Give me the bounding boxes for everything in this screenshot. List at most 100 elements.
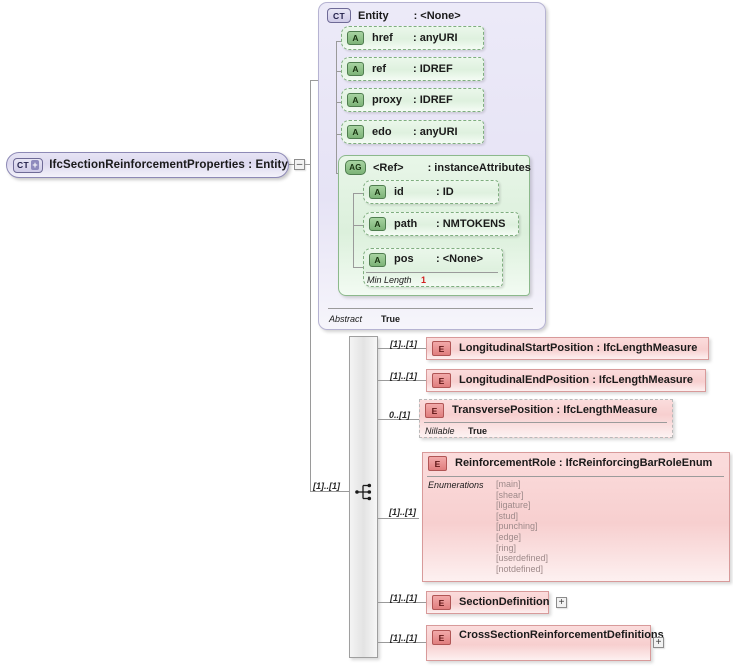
- element-icon: E: [428, 456, 447, 471]
- enumerations-divider: [427, 476, 724, 477]
- attribute-icon-label: A: [374, 187, 381, 197]
- attribute-edo[interactable]: A edo : anyURI: [341, 120, 484, 144]
- complextype-icon-label: CT: [17, 160, 29, 170]
- cardinality-sectiondefinition: [1]..[1]: [390, 593, 417, 603]
- enumerations-label: Enumerations: [428, 480, 484, 490]
- connector-root-to-trunk: [305, 164, 311, 165]
- element-header: E LongitudinalStartPosition : IfcLengthM…: [427, 338, 708, 359]
- element-reinforcementrole[interactable]: E ReinforcementRole : IfcReinforcingBarR…: [422, 452, 730, 582]
- attribute-group-header: AG <Ref> : instanceAttributes: [345, 160, 531, 175]
- cardinality-reinforcementrole: [1]..[1]: [389, 507, 416, 517]
- sequence-icon: [355, 483, 372, 501]
- root-node-label: IfcSectionReinforcementProperties : Enti…: [49, 159, 288, 171]
- attribute-type: : <None>: [436, 253, 484, 265]
- element-icon-label: E: [438, 597, 445, 608]
- attribute-type: : ID: [436, 186, 454, 198]
- attribute-name: path: [394, 218, 418, 230]
- connector-ag-attr-1: [353, 193, 365, 194]
- cardinality-longitudinalendposition: [1]..[1]: [390, 371, 417, 381]
- connector-elem-5: [378, 602, 426, 603]
- abstract-label: Abstract: [329, 314, 363, 324]
- attribute-type: : IDREF: [413, 94, 453, 106]
- minlength-value: 1: [421, 275, 427, 285]
- element-icon-label: E: [438, 343, 445, 354]
- element-icon-label: E: [438, 632, 445, 643]
- nillable-value: True: [468, 426, 488, 436]
- element-label: TransversePosition : IfcLengthMeasure: [452, 404, 658, 416]
- attribute-group-icon: AG: [345, 160, 366, 175]
- attribute-type: : NMTOKENS: [436, 218, 506, 230]
- element-header: E LongitudinalEndPosition : IfcLengthMea…: [427, 370, 705, 391]
- connector-elem-3: [378, 419, 419, 420]
- nillable-divider: [424, 422, 667, 423]
- element-longitudinalstartposition[interactable]: E LongitudinalStartPosition : IfcLengthM…: [426, 337, 709, 360]
- abstract-value: True: [381, 314, 401, 324]
- entity-header: CT Entity : <None>: [327, 8, 461, 23]
- connector-trunk-to-entity: [310, 80, 319, 81]
- element-header: E CrossSectionReinforcementDefinitions: [427, 626, 664, 648]
- attribute-name: pos: [394, 253, 414, 265]
- minlength-label: Min Length: [367, 275, 412, 285]
- element-icon-label: E: [438, 375, 445, 386]
- element-crosssectionreinforcementdefinitions[interactable]: E CrossSectionReinforcementDefinitions: [426, 625, 664, 661]
- root-complextype-node[interactable]: CT+IfcSectionReinforcementProperties : E…: [6, 152, 289, 178]
- expand-toggle-sectiondefinition[interactable]: +: [556, 597, 567, 608]
- element-label: SectionDefinition: [459, 596, 550, 608]
- connector-elem-1: [378, 348, 426, 349]
- element-icon: E: [432, 373, 451, 388]
- element-transverseposition[interactable]: E TransversePosition : IfcLengthMeasure: [419, 399, 673, 438]
- attribute-icon: A: [347, 93, 364, 107]
- connector-elem-6: [378, 642, 426, 643]
- connector-ag-attr-2: [353, 225, 365, 226]
- connector-root-trunk: [310, 80, 311, 492]
- connector-trunk-to-sequence: [310, 491, 350, 492]
- attribute-icon-label: A: [352, 95, 359, 105]
- cardinality-sequence: [1]..[1]: [313, 481, 340, 491]
- attribute-icon: A: [369, 185, 386, 199]
- element-header: E TransversePosition : IfcLengthMeasure: [420, 400, 672, 421]
- element-icon-label: E: [434, 458, 441, 469]
- attribute-href[interactable]: A href : anyURI: [341, 26, 484, 50]
- attribute-group-name: <Ref>: [373, 161, 404, 174]
- attribute-icon: A: [369, 217, 386, 231]
- enumerations-values: [main] [shear] [ligature] [stud] [punchi…: [496, 479, 549, 574]
- element-longitudinalendposition[interactable]: E LongitudinalEndPosition : IfcLengthMea…: [426, 369, 706, 392]
- attribute-icon-label: A: [374, 255, 381, 265]
- connector-elem-2: [378, 380, 426, 381]
- connector-attr-trunk: [336, 41, 337, 173]
- attribute-icon-label: A: [352, 33, 359, 43]
- element-label: CrossSectionReinforcementDefinitions: [459, 629, 664, 641]
- element-header: E ReinforcementRole : IfcReinforcingBarR…: [423, 453, 729, 474]
- element-label: LongitudinalEndPosition : IfcLengthMeasu…: [459, 374, 694, 386]
- connector-ag-trunk: [353, 193, 354, 267]
- element-icon: E: [432, 341, 451, 356]
- cardinality-transverseposition: 0..[1]: [389, 410, 411, 420]
- entity-name: Entity: [358, 9, 389, 22]
- root-collapse-toggle[interactable]: –: [294, 159, 305, 170]
- attribute-icon-label: A: [352, 64, 359, 74]
- attribute-icon: A: [369, 253, 386, 267]
- cardinality-longitudinalstartposition: [1]..[1]: [390, 339, 417, 349]
- element-sectiondefinition[interactable]: E SectionDefinition: [426, 591, 549, 614]
- attribute-name: id: [394, 186, 404, 198]
- element-header: E SectionDefinition: [427, 592, 550, 613]
- minlength-divider: [366, 272, 498, 273]
- nillable-label: Nillable: [425, 426, 455, 436]
- attribute-name: proxy: [372, 94, 402, 106]
- attribute-name: edo: [372, 126, 392, 138]
- attribute-path[interactable]: A path : NMTOKENS: [363, 212, 519, 236]
- cardinality-crosssectionreinforcementdefinitions: [1]..[1]: [390, 633, 417, 643]
- connector-elem-4: [378, 518, 419, 519]
- attribute-proxy[interactable]: A proxy : IDREF: [341, 88, 484, 112]
- element-icon: E: [432, 630, 451, 645]
- element-icon-label: E: [431, 405, 438, 416]
- expand-toggle-crosssectionreinforcementdefinitions[interactable]: +: [653, 637, 664, 648]
- attribute-ref[interactable]: A ref : IDREF: [341, 57, 484, 81]
- attribute-id[interactable]: A id : ID: [363, 180, 499, 204]
- attribute-icon: A: [347, 31, 364, 45]
- complextype-icon-label: CT: [333, 10, 345, 21]
- element-label: ReinforcementRole : IfcReinforcingBarRol…: [455, 457, 713, 469]
- attribute-type: : anyURI: [413, 32, 458, 44]
- attribute-pos[interactable]: A pos : <None>: [363, 248, 503, 287]
